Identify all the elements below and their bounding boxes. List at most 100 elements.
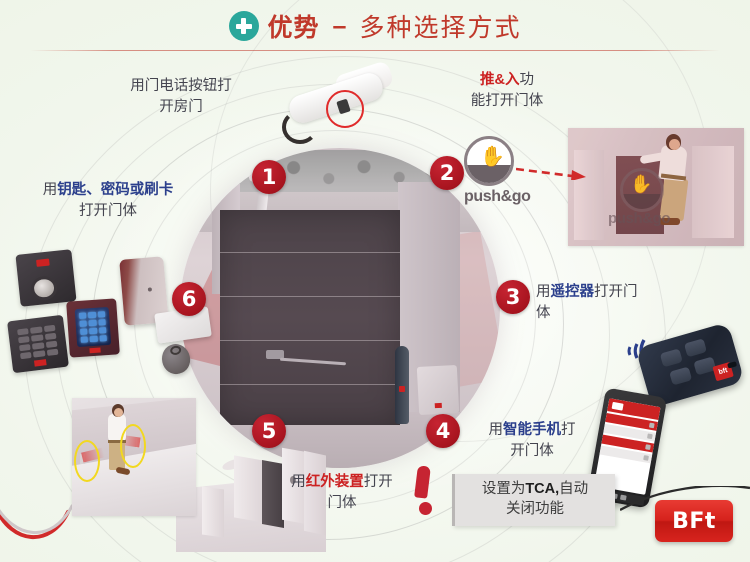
red-dashed-arrow-icon xyxy=(516,167,586,180)
sectional-garage-door xyxy=(220,210,400,425)
page-title: 优势 xyxy=(267,14,320,42)
exclamation-dot xyxy=(419,502,432,515)
callout-5-hl: 红外装置 xyxy=(305,474,364,490)
slide-header: 优势 – 多种选择方式 xyxy=(0,0,750,52)
callout-label-5: 用红外装置打开 门体 xyxy=(262,472,422,514)
callout-3-hl: 遥控器 xyxy=(550,284,595,300)
tca-line1-pre: 设置为 xyxy=(481,481,526,498)
fob-keyring-hole xyxy=(169,344,183,356)
callout-2-red: 推&入 xyxy=(480,72,520,88)
step-number-5: 5 xyxy=(252,414,286,448)
control-box-logo xyxy=(434,402,442,409)
red-cable-squiggle xyxy=(0,504,74,540)
callout-label-4: 用智能手机打 开门体 xyxy=(468,420,596,462)
highlight-ellipse xyxy=(74,440,100,482)
callout-4-line2: 开门体 xyxy=(510,443,554,460)
step-number-6: 6 xyxy=(172,282,206,316)
photo-red-tint xyxy=(568,128,744,246)
callout-4-pre: 用 xyxy=(488,422,504,438)
gate-3d-illustration xyxy=(176,440,326,552)
person-face xyxy=(114,408,123,417)
page-subtitle: 多种选择方式 xyxy=(359,14,522,42)
step-number-4: 4 xyxy=(426,414,460,448)
person-belt xyxy=(108,440,126,443)
callout-3-line2: 体 xyxy=(536,305,551,322)
photo-hand-glyph: ✋ xyxy=(630,174,653,194)
bft-logo: BFt xyxy=(655,500,733,542)
highlight-ellipse xyxy=(120,424,146,468)
bft-logo-mark xyxy=(33,359,47,367)
tca-line1-bold: TCA, xyxy=(525,481,560,498)
bft-logo-mark xyxy=(89,347,101,354)
icon-fill xyxy=(467,165,511,183)
door-slat xyxy=(220,340,400,341)
exclamation-mark-icon xyxy=(414,465,432,515)
tca-line2: 关闭功能 xyxy=(506,501,564,517)
bft-logo-mark xyxy=(36,258,50,267)
door-slat xyxy=(220,296,400,297)
door-arm-bracket xyxy=(266,350,284,359)
reader-led xyxy=(147,287,153,292)
scene-pillar xyxy=(202,486,224,538)
step-number-2: 2 xyxy=(430,156,464,190)
push-and-go-icon-group: ✋ push&go xyxy=(464,136,531,206)
control-box-unit xyxy=(416,364,460,416)
bft-logo-text: BFt xyxy=(672,508,716,534)
remote-button xyxy=(659,348,683,368)
step-number-3: 3 xyxy=(496,280,530,314)
callout-5-pre: 用 xyxy=(291,474,306,490)
remote-keyring-slot xyxy=(727,361,738,369)
callout-6-hl: 钥匙、密码或刷卡 xyxy=(57,182,174,198)
person-face xyxy=(669,139,680,150)
backlit-keys xyxy=(78,311,107,343)
scene-door-knob xyxy=(290,476,296,484)
step-number-1: 1 xyxy=(252,160,286,194)
highlight-circle xyxy=(326,90,364,128)
key-switch-reader-device xyxy=(15,249,77,307)
infrared-photocell-photo xyxy=(72,398,196,516)
callout-1-line1: 用门电话按钮打 xyxy=(130,78,232,94)
photo-icon-fill xyxy=(623,194,661,209)
callout-label-2: 推&入功 能打开门体 xyxy=(432,70,582,112)
callout-6-pre: 用 xyxy=(42,182,58,198)
callout-3-post: 打开门 xyxy=(594,284,638,300)
logo-swoosh xyxy=(620,486,750,512)
callout-2-line2: 能打开门体 xyxy=(470,93,544,110)
keypad-keys xyxy=(17,324,59,360)
key-cylinder-icon xyxy=(29,274,59,302)
callout-6-line2: 打开门体 xyxy=(79,203,137,220)
bollard-reader xyxy=(395,346,409,424)
callout-1-line2: 开房门 xyxy=(159,99,203,116)
title-separator: – xyxy=(332,11,347,40)
callout-label-3: 用遥控器打开门 体 xyxy=(536,282,656,324)
callout-label-6: 用钥匙、密码或刷卡 打开门体 xyxy=(8,180,208,222)
person-shoe xyxy=(660,218,680,225)
door-slat xyxy=(220,384,400,385)
backlit-keypad-device xyxy=(66,298,120,358)
exclamation-bar xyxy=(414,465,431,499)
callout-4-hl: 智能手机 xyxy=(503,422,561,438)
tca-note-text: 设置为TCA,自动 关闭功能 xyxy=(482,480,588,519)
keypad-device xyxy=(7,314,69,374)
intercom-handset-image xyxy=(276,59,396,144)
tca-line1-post: 自动 xyxy=(559,481,589,498)
tca-note-box: 设置为TCA,自动 关闭功能 xyxy=(452,474,615,526)
remote-button xyxy=(669,366,693,386)
photo-push-and-go-label: push&go xyxy=(608,210,671,227)
callout-3-pre: 用 xyxy=(536,284,551,300)
photo-panel-right xyxy=(692,146,734,238)
callout-label-1: 用门电话按钮打 开房门 xyxy=(86,76,276,118)
callout-2-rest: 功 xyxy=(519,72,534,88)
push-and-go-hand-icon: ✋ xyxy=(464,136,514,186)
hand-glyph: ✋ xyxy=(480,146,505,168)
bollard-led xyxy=(399,386,405,392)
photo-panel-left xyxy=(574,150,604,240)
plus-circle-icon xyxy=(228,11,259,41)
callout-5-post: 打开 xyxy=(363,474,393,490)
handset-cord xyxy=(282,110,318,144)
photo-push-icon-ring xyxy=(620,168,664,212)
door-slat xyxy=(220,252,400,253)
header-divider xyxy=(30,50,720,51)
remote-button xyxy=(683,338,708,358)
push-and-go-photo: ✋ push&go xyxy=(568,128,744,246)
